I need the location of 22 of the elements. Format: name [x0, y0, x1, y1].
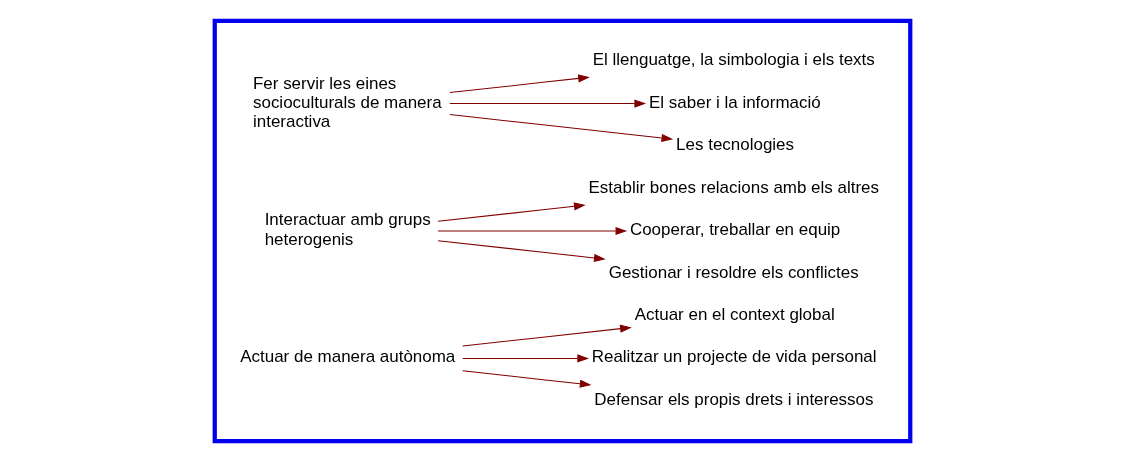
node-text: Gestionar i resoldre els conflictes	[608, 262, 859, 282]
node-text: Cooperar, treballar en equip	[629, 220, 841, 240]
node-text: Fer servir les eines socioculturals de manera interactiva	[252, 73, 442, 131]
arrow	[462, 370, 592, 388]
node-text: El saber i la informació	[649, 92, 821, 112]
arrow	[437, 226, 628, 236]
node-text: Actuar en el context global	[634, 304, 835, 324]
node-text: Defensar els propis drets i interessos	[594, 389, 874, 409]
node-text: Les tecnologies	[676, 135, 795, 155]
arrow	[462, 354, 589, 363]
node-text: El llenguatge, la simbologia i els texts	[592, 50, 875, 70]
arrow	[449, 74, 590, 94]
arrow	[437, 240, 606, 262]
node-text: Actuar de manera autònoma	[240, 347, 456, 367]
node-text: Interactuar amb grups heterogenis	[264, 210, 431, 249]
arrow	[449, 114, 674, 142]
cluster	[212, 18, 913, 444]
arrow	[449, 99, 647, 108]
arrow	[462, 324, 632, 347]
node-text: Realitzar un projecte de vida personal	[591, 347, 877, 367]
node-text: Establir bones relacions amb els altres	[588, 177, 880, 197]
arrow	[437, 202, 586, 222]
